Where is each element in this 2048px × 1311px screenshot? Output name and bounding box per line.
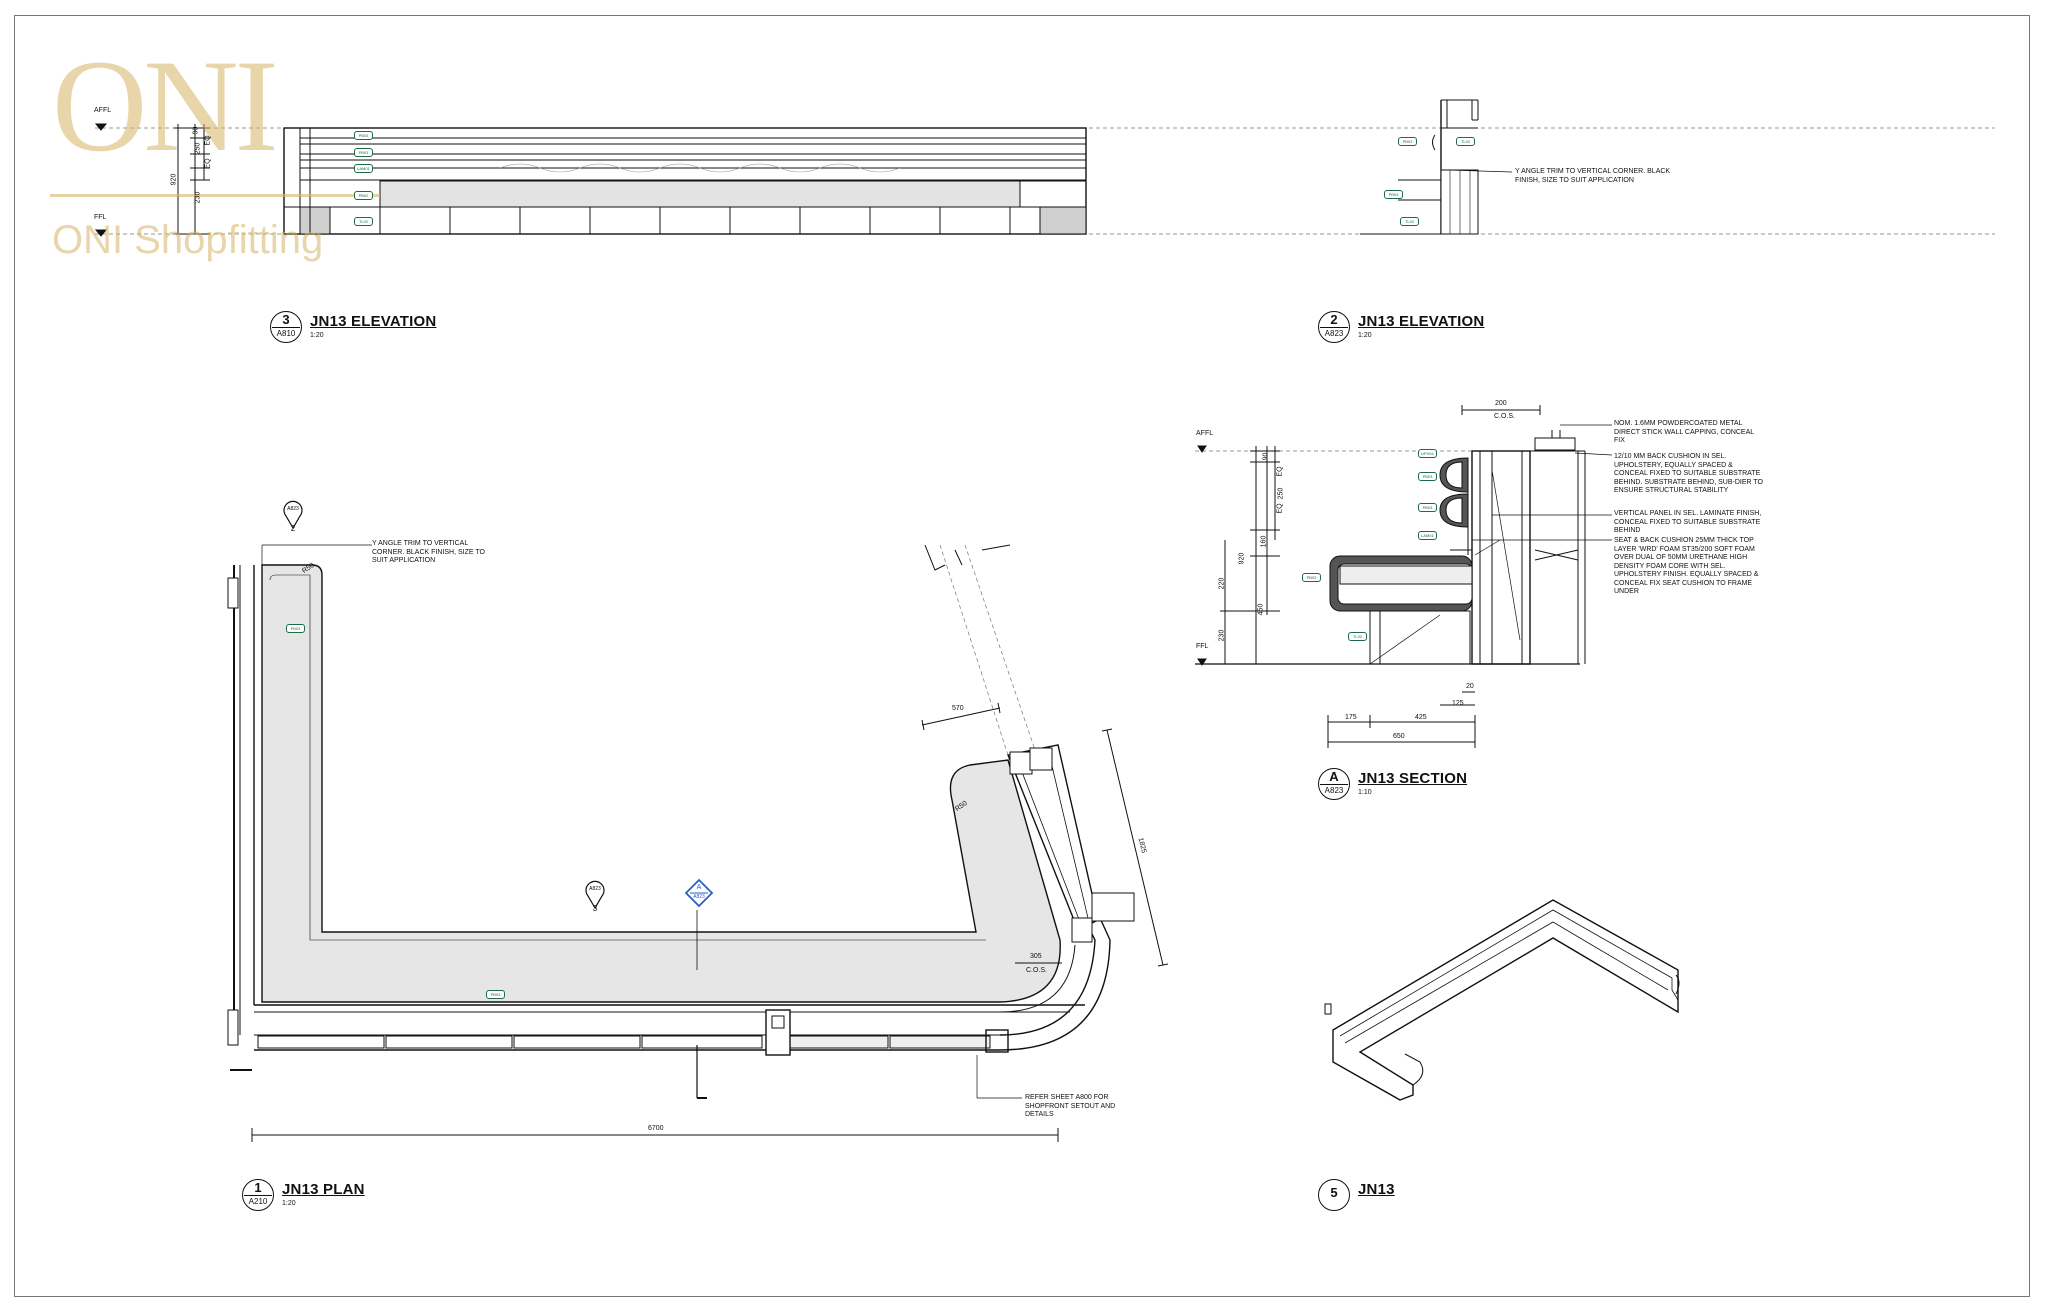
material-tag: TL02	[1348, 632, 1367, 641]
section-diamond-icon	[684, 878, 714, 908]
view-title: JN13	[1358, 1181, 1395, 1198]
note-section-panel: VERTICAL PANEL IN SEL. LAMINATE FINISH, …	[1614, 510, 1762, 534]
elevation-marker-2[interactable]: A823 2	[282, 500, 304, 533]
note-section-seat: SEAT & BACK CUSHION 25mm THICK TOP LAYER…	[1614, 537, 1759, 595]
view-scale: 1:20	[282, 1200, 296, 1207]
view-bubble: 1 A210	[242, 1179, 274, 1211]
dim-elev-v5: 230	[194, 191, 202, 204]
material-tag: PB03	[1398, 137, 1417, 146]
dim-section-v3: EQ	[1276, 466, 1284, 477]
section-a-drawing	[1195, 405, 1613, 748]
view-title-elevation-3: 3 A810 JN13 ELEVATION 1:20	[270, 311, 436, 343]
dim-section-d1: 175	[1345, 714, 1357, 721]
material-tag: PB03	[1302, 573, 1321, 582]
isometric-5-drawing	[1324, 899, 1680, 1101]
drawing-sheet-border	[14, 15, 2030, 1297]
dim-section-v6: 920	[1238, 552, 1246, 565]
elevation-3-drawing	[94, 123, 1995, 237]
dim-section-v7: 220	[1218, 577, 1226, 590]
dim-elev-v1: 90	[192, 126, 200, 135]
note-section-capping: NOM. 1.6mm POWDERCOATED METAL DIRECT STI…	[1614, 420, 1754, 444]
dim-elev-total: 920	[170, 173, 178, 186]
note-plan-trim: Y ANGLE TRIM TO VERTICAL CORNER. BLACK F…	[372, 540, 485, 564]
dim-section-top: 200	[1495, 400, 1507, 407]
marker-pin-icon	[283, 500, 303, 530]
dim-elev-v3: EQ	[204, 135, 212, 146]
dim-plan-overall: 6700	[648, 1125, 664, 1132]
view-scale: 1:20	[1358, 332, 1372, 339]
dim-section-v5: 160	[1260, 535, 1268, 548]
level-afl-section: AFFL	[1196, 430, 1214, 437]
dim-section-v8: 450	[1257, 603, 1265, 616]
dim-section-v4: EQ	[1276, 503, 1284, 514]
note-elev2-trim: Y ANGLE TRIM TO VERTICAL CORNER. BLACK F…	[1515, 168, 1671, 184]
dim-elev-v2: 250	[194, 142, 202, 155]
logo-subtitle: ONI Shopfitting	[52, 218, 324, 262]
view-scale: 1:10	[1358, 789, 1372, 796]
material-tag: PB03	[486, 990, 505, 999]
material-tag: UPH01	[1418, 449, 1437, 458]
material-tag: PB03	[354, 148, 373, 157]
level-ffl-elev: FFL	[94, 214, 107, 221]
material-tag: PB03	[1384, 190, 1403, 199]
view-title: JN13 ELEVATION	[1358, 313, 1485, 330]
view-title-elevation-2: 2 A823 JN13 ELEVATION 1:20	[1318, 311, 1484, 343]
level-afl-elev: AFFL	[94, 107, 112, 114]
dim-section-d4: 20	[1466, 683, 1474, 690]
dim-section-d3: 125	[1452, 700, 1464, 707]
material-tag: TL02	[1400, 217, 1419, 226]
material-tag: TL02	[354, 217, 373, 226]
material-tag: LAM01	[1418, 531, 1437, 540]
dim-section-d2: 425	[1415, 714, 1427, 721]
note-section-back-cushion: 12/10 mm BACK CUSHION IN SEL. UPHOLSTERY…	[1614, 453, 1763, 494]
dim-elev-v4: EQ	[204, 158, 212, 169]
marker-pin-icon	[585, 880, 605, 910]
level-ffl-section: FFL	[1196, 643, 1209, 650]
view-title-section-a: A A823 JN13 SECTION 1:10	[1318, 768, 1467, 800]
note-plan-refer: REFER SHEET A800 FOR SHOPFRONT SETOUT AN…	[1025, 1094, 1116, 1118]
view-bubble: 5	[1318, 1179, 1350, 1211]
material-tag: PB02	[354, 191, 373, 200]
material-tag: PB03	[354, 131, 373, 140]
elevation-marker-3[interactable]: A823 3	[584, 880, 606, 913]
view-title: JN13 PLAN	[282, 1181, 365, 1198]
view-bubble: 2 A823	[1318, 311, 1350, 343]
dim-plan-cos: 305	[1030, 953, 1042, 960]
dim-section-v1: 90	[1262, 452, 1270, 461]
view-bubble: 3 A810	[270, 311, 302, 343]
material-tag: PB03	[286, 624, 305, 633]
view-title-isometric-5: 5 JN13	[1318, 1179, 1395, 1211]
dim-plan-top: 570	[952, 705, 964, 712]
view-title: JN13 SECTION	[1358, 770, 1468, 787]
dim-plan-cos-label: C.O.S.	[1026, 967, 1048, 974]
elevation-2-drawing	[1360, 99, 1513, 235]
logo-underline	[50, 194, 380, 197]
dim-section-v2: 250	[1277, 487, 1285, 500]
logo-watermark: ONI	[52, 32, 279, 179]
material-tag: PB03	[1418, 503, 1437, 512]
material-tag: LAM01	[354, 164, 373, 173]
plan-1-drawing	[227, 544, 1169, 1142]
dim-section-total: 650	[1393, 733, 1405, 740]
view-title: JN13 ELEVATION	[310, 313, 437, 330]
view-scale: 1:20	[310, 332, 324, 339]
dim-section-top-label: C.O.S.	[1494, 413, 1516, 420]
material-tag: TL02	[1456, 137, 1475, 146]
section-marker-a[interactable]: A A823	[684, 878, 714, 910]
view-title-plan-1: 1 A210 JN13 PLAN 1:20	[242, 1179, 365, 1211]
material-tag: PB03	[1418, 472, 1437, 481]
dim-section-v9: 230	[1218, 629, 1226, 642]
view-bubble: A A823	[1318, 768, 1350, 800]
